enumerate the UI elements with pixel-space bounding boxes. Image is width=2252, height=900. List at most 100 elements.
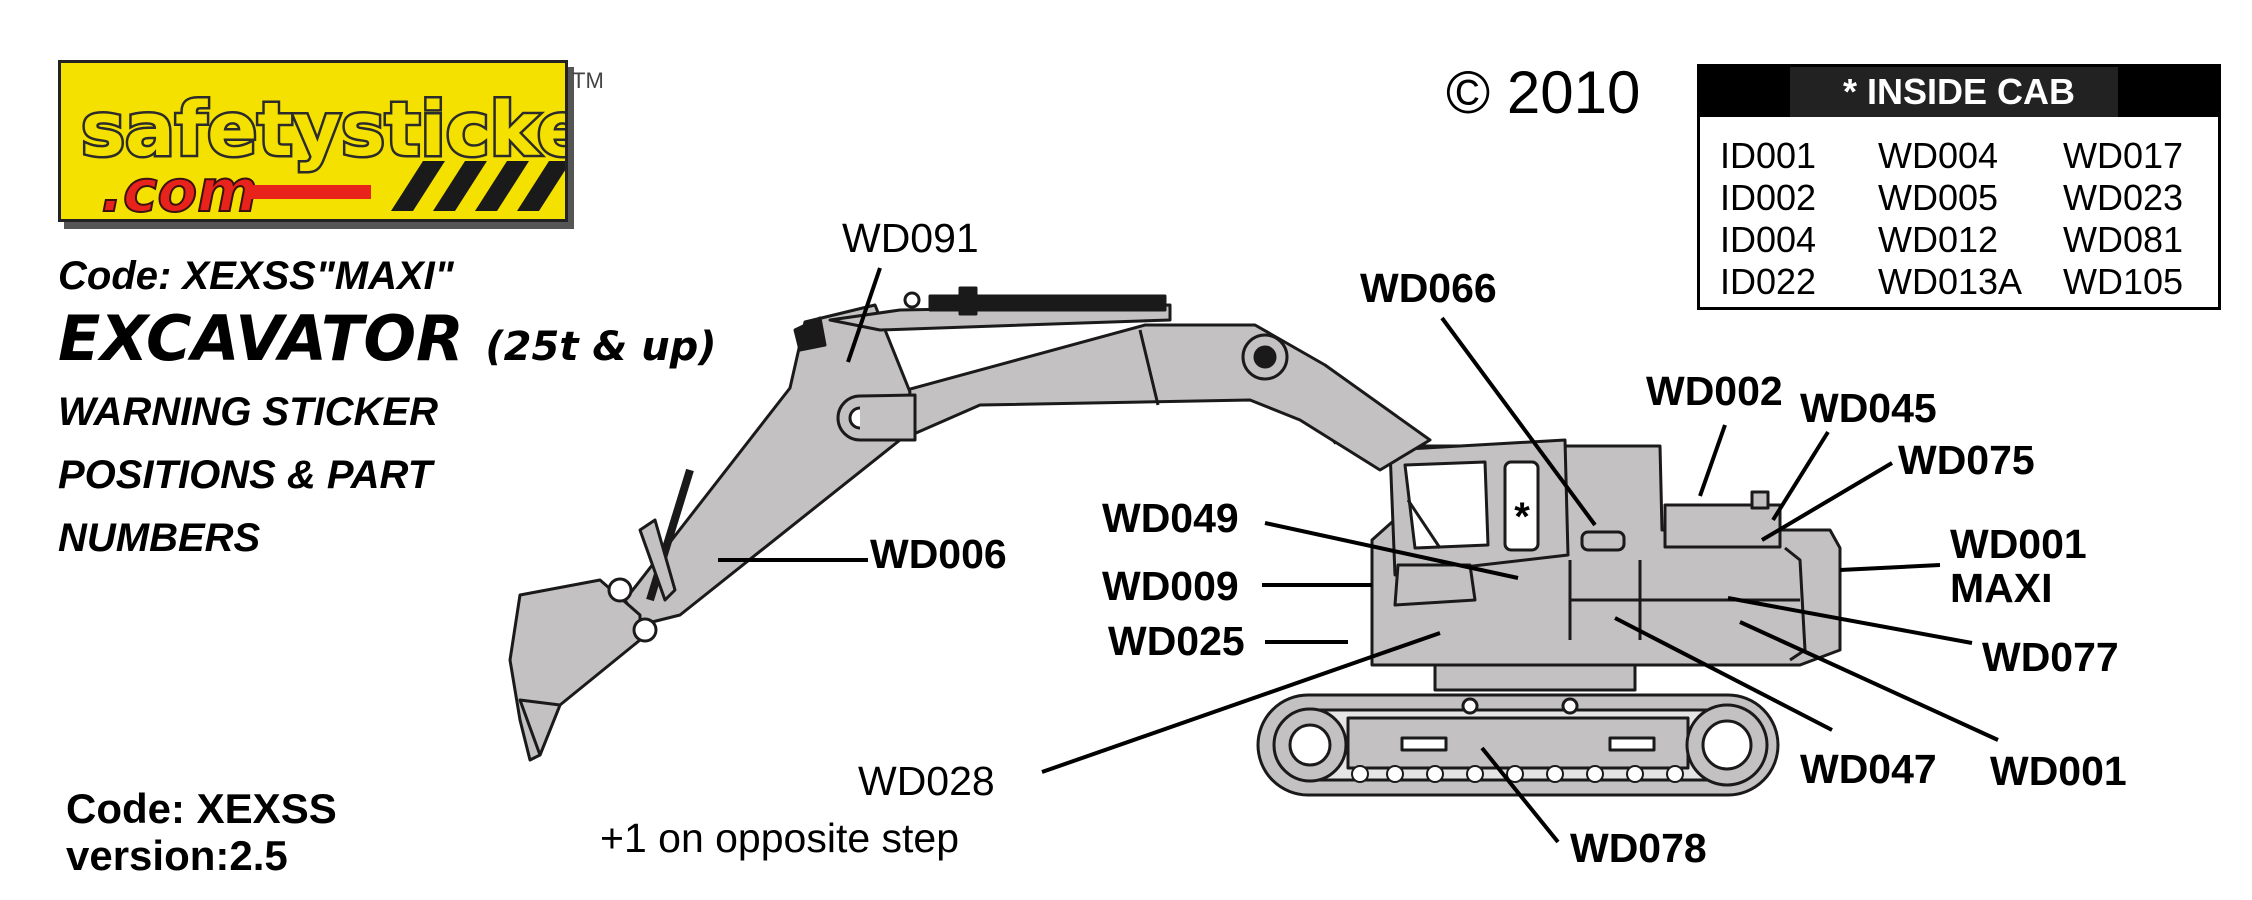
label-wd001-maxi-line2: MAXI [1950, 565, 2053, 611]
label-wd045: WD045 [1800, 385, 1937, 431]
footer-code: Code: XEXSS [66, 785, 337, 832]
bucket-pin [632, 617, 658, 643]
exhaust-stack [1750, 490, 1770, 510]
bucket [508, 578, 642, 762]
label-wd002: WD002 [1646, 368, 1783, 414]
cab-cell: ID001 [1720, 135, 1817, 176]
track-roller [1466, 765, 1484, 783]
leader-wd002 [1698, 424, 1727, 497]
leader-wd091 [846, 267, 882, 363]
subtitle-line-3: NUMBERS [58, 516, 261, 560]
wiper-line [1406, 499, 1442, 549]
carrier-roller [1461, 697, 1479, 715]
bucket-pin [607, 577, 633, 603]
track-slot-right [1608, 736, 1656, 752]
leader-wd028 [1041, 631, 1441, 774]
footer-version: version:2.5 [66, 832, 288, 879]
engine-hood [1663, 503, 1782, 549]
track-roller [1586, 765, 1604, 783]
label-wd028-note: +1 on opposite step [600, 815, 959, 861]
page-title: EXCAVATOR (25t & up) [58, 308, 717, 370]
title-suffix: (25t & up) [485, 324, 717, 370]
leader-wd045 [1771, 430, 1830, 522]
leader-lines [718, 267, 1999, 844]
track-roller [1386, 765, 1404, 783]
track-roller [1506, 765, 1524, 783]
cab-cell: WD013A [1878, 261, 2023, 302]
subtitle-line-1: WARNING STICKER [58, 390, 438, 434]
track-roller [1666, 765, 1684, 783]
label-wd075: WD075 [1898, 437, 2035, 483]
cab-cell: WD004 [1878, 135, 1999, 176]
stick-cylinder-rod [928, 294, 1167, 312]
cab-cell: WD012 [1878, 219, 1999, 260]
cab-cell: WD105 [2063, 261, 2184, 302]
cab-cell: ID022 [1720, 261, 1817, 302]
stick-pad [793, 316, 827, 352]
label-wd025: WD025 [1108, 618, 1245, 664]
logo-line2: .com [101, 157, 258, 222]
leader-wd047 [1614, 616, 1833, 732]
copyright: © 2010 [1446, 59, 1641, 126]
cab-marker: * [1514, 495, 1530, 539]
leader-wd001-maxi [1839, 563, 1941, 572]
label-wd009: WD009 [1102, 563, 1239, 609]
label-wd049: WD049 [1102, 495, 1239, 541]
subtitle-line-2: POSITIONS & PART [58, 453, 433, 497]
code-line: Code: XEXSS"MAXI" [58, 254, 454, 298]
cab-cell: WD081 [2063, 219, 2184, 260]
label-wd028: WD028 [858, 758, 995, 804]
leader-wd077 [1727, 596, 1973, 645]
title-main: EXCAVATOR [58, 302, 464, 375]
part-labels: WD091 WD066 WD002 WD045 WD075 WD001 MAXI… [600, 215, 2127, 871]
cab-cell: ID004 [1720, 219, 1817, 260]
trademark-mark: TM [572, 68, 604, 93]
leader-wd066 [1440, 316, 1597, 527]
idler-hub [1288, 723, 1332, 767]
label-wd066: WD066 [1360, 265, 1497, 311]
leader-wd049 [1264, 521, 1519, 580]
label-wd077: WD077 [1982, 634, 2119, 680]
label-wd078: WD078 [1570, 825, 1707, 871]
leader-wd075 [1760, 461, 1894, 542]
label-wd006: WD006 [870, 531, 1007, 577]
counterweight-edge [1784, 546, 1807, 662]
label-wd001: WD001 [1990, 748, 2127, 794]
cab-window-front [1403, 460, 1490, 550]
stick-pivot-bracket [859, 393, 917, 442]
bucket-tooth [518, 698, 562, 757]
sprocket-hub [1701, 719, 1753, 771]
stick-arm [623, 303, 912, 627]
leader-wd078 [1480, 746, 1560, 844]
inside-cab-header: * INSIDE CAB [1700, 67, 2218, 117]
inside-cab-table: * INSIDE CAB ID001 WD004 WD017 ID002 WD0… [1697, 64, 2221, 310]
boom-pivot-pin [1253, 345, 1277, 369]
track-roller [1351, 765, 1369, 783]
track-roller [1426, 765, 1444, 783]
stick-cylinder-clamp [958, 286, 978, 316]
cab-cell: WD017 [2063, 135, 2184, 176]
logo-stripes [391, 161, 565, 211]
inside-cab-title: * INSIDE CAB [1842, 71, 2076, 112]
boom-seam [1138, 329, 1160, 406]
label-wd047: WD047 [1800, 746, 1937, 792]
cab-cell: WD005 [1878, 177, 1999, 218]
track-roller [1546, 765, 1564, 783]
cab-cell: WD023 [2063, 177, 2184, 218]
hood-cap [1580, 530, 1626, 552]
label-wd091: WD091 [842, 215, 979, 261]
logo-graphic: safetysticker .com [79, 85, 568, 222]
track-roller [1626, 765, 1644, 783]
cab-window-side [1503, 460, 1540, 552]
brand-logo: safetysticker .com [58, 60, 568, 222]
track-slot-left [1400, 736, 1448, 752]
cab-cell: ID002 [1720, 177, 1817, 218]
boom-arm [868, 323, 1432, 472]
logo-red-bar [251, 185, 371, 199]
inside-cab-grid: ID001 WD004 WD017 ID002 WD005 WD023 ID00… [1700, 117, 2218, 303]
cab-lower-panel [1393, 563, 1477, 607]
carrier-roller [1561, 697, 1579, 715]
logo-line1: safetysticker [81, 87, 568, 173]
bucket-link [638, 518, 677, 602]
